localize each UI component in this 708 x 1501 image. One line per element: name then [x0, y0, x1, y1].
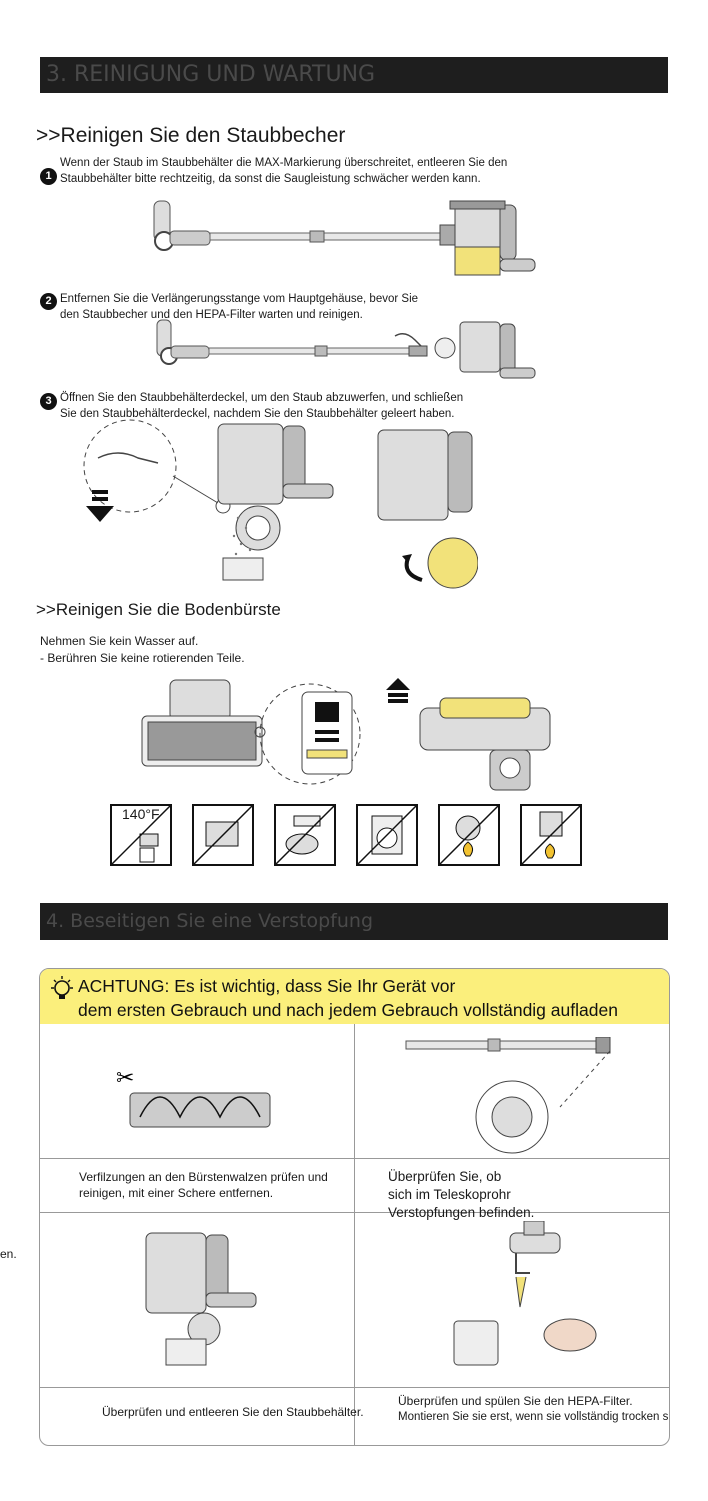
telescopic-tube-illustration: [405, 1037, 611, 1154]
svg-text:✂: ✂: [116, 1066, 134, 1091]
section-title: 3. REINIGUNG UND WARTUNG: [46, 62, 376, 87]
prohibition-icons: 140°F: [110, 804, 586, 867]
dust-bin-check-illustration: [145, 1232, 257, 1366]
cell-4-text-1: Überprüfen und spülen Sie den HEPA-Filte…: [398, 1394, 633, 1408]
step-1-text-2: Staubbehälter bitte rechtzeitig, da sons…: [60, 173, 481, 185]
no-dry-filter-fire-icon: [438, 804, 500, 866]
grid-divider-v: [354, 1024, 355, 1445]
step-2-text-1: Entfernen Sie die Verlängerungsstange vo…: [60, 293, 419, 305]
warning-box: ACHTUNG: Es ist wichtig, dass Sie Ihr Ge…: [39, 968, 670, 1446]
cell-4-text-2: Montieren Sie sie erst, wenn sie vollstä…: [398, 1411, 668, 1423]
cell-1-text-1: Verfilzungen an den Bürstenwalzen prüfen…: [79, 1170, 328, 1184]
warning-text-2: dem ersten Gebrauch und nach jedem Gebra…: [78, 1000, 618, 1020]
lightbulb-icon: [51, 976, 73, 999]
no-brush-filter-icon: [274, 804, 336, 866]
brush-text-1: Nehmen Sie kein Wasser auf.: [40, 634, 199, 648]
brush-text-2: - Berühren Sie keine rotierenden Teile.: [40, 651, 245, 665]
grid-divider-h3: [40, 1387, 669, 1388]
hepa-rinse-illustration: [453, 1221, 597, 1366]
step-2-badge: 2: [40, 293, 57, 310]
brush-heading: >>Reinigen Sie die Bodenbürste: [36, 600, 281, 619]
warning-header: ACHTUNG: Es ist wichtig, dass Sie Ihr Ge…: [40, 969, 669, 1024]
section-title-bar: 3. REINIGUNG UND WARTUNG: [40, 57, 668, 93]
step-1-text-1: Wenn der Staub im Staubbehälter die MAX-…: [60, 157, 508, 169]
step-3-text-2: Sie den Staubbehälterdeckel, nachdem Sie…: [60, 408, 455, 420]
cell-2-text-1: Überprüfen Sie, ob: [388, 1169, 502, 1184]
margin-fragment: en.: [0, 1247, 17, 1261]
cell-2-text-2: sich im Teleskoprohr: [388, 1187, 511, 1202]
step-3-text-1: Öffnen Sie den Staubbehälterdeckel, um d…: [60, 392, 464, 404]
temp-label: 140°F: [122, 806, 160, 822]
no-dry-filter-cup-fire-icon: [520, 804, 582, 866]
vacuum-detach-illustration: [156, 319, 536, 379]
no-washing-machine-icon: [356, 804, 418, 866]
step-1-badge: 1: [40, 168, 57, 185]
floor-brush-illustration: [141, 678, 551, 791]
grid-divider-h1: [40, 1158, 669, 1159]
vacuum-full-illustration: [153, 200, 536, 276]
warning-text-1: ACHTUNG: Es ist wichtig, dass Sie Ihr Ge…: [78, 976, 456, 996]
no-hot-water-icon: [110, 804, 172, 866]
scissors-brushroll-illustration: ✂: [116, 1066, 271, 1128]
no-water-brush-icon: [192, 804, 254, 866]
dustcup-heading: >>Reinigen Sie den Staubbecher: [36, 124, 346, 147]
step-2-text-2: den Staubbecher und den HEPA-Filter wart…: [60, 309, 363, 321]
cell-3-text-1: Überprüfen und entleeren Sie den Staubbe…: [102, 1405, 364, 1419]
section-title-bar-clog: 4. Beseitigen Sie eine Verstopfung: [40, 903, 668, 940]
cell-2-text-3: Verstopfungen befinden.: [388, 1205, 535, 1220]
section-title-clog: 4. Beseitigen Sie eine Verstopfung: [46, 910, 374, 932]
step-3-badge: 3: [40, 393, 57, 410]
grid-divider-h2: [40, 1212, 669, 1213]
dust-empty-illustration: [83, 419, 478, 589]
cell-1-text-2: reinigen, mit einer Schere entfernen.: [79, 1186, 274, 1200]
